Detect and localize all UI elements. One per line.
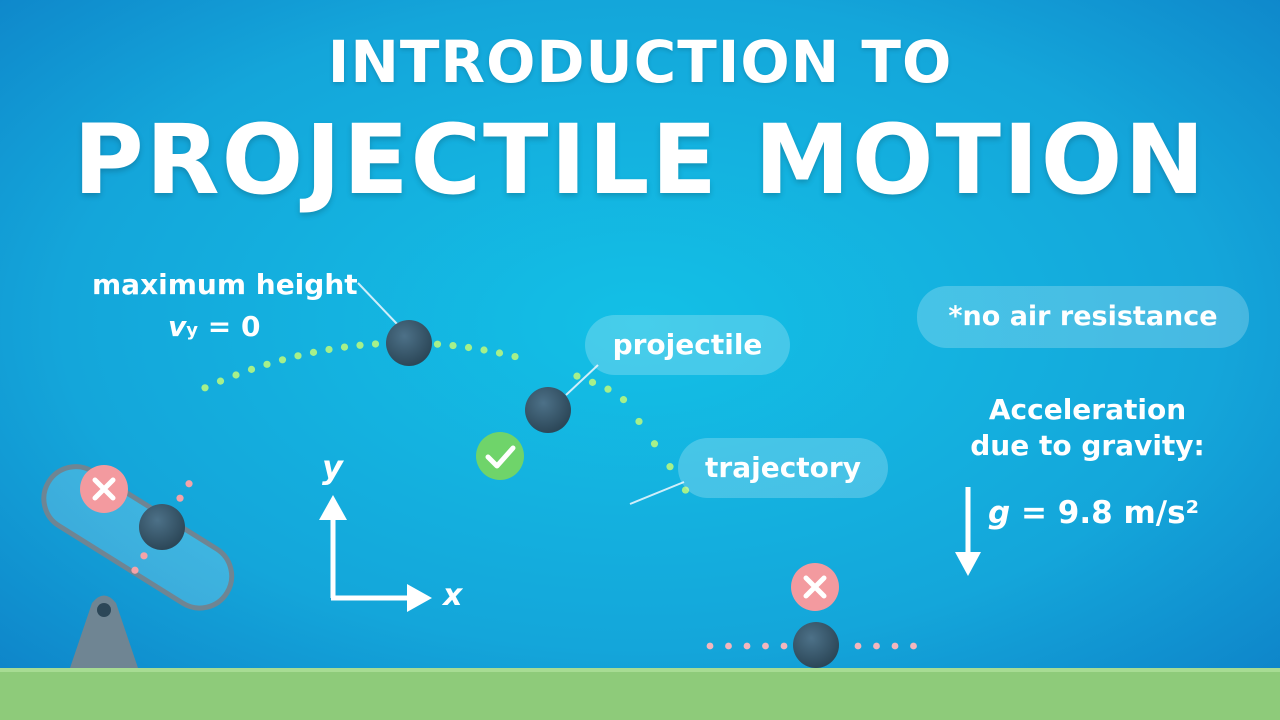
trajectory-dot bbox=[464, 343, 473, 352]
trajectory-dot bbox=[325, 345, 333, 354]
trajectory-dot bbox=[201, 384, 209, 392]
ball-projectile bbox=[525, 387, 571, 433]
trajectory-path bbox=[201, 340, 690, 494]
trajectory-leader bbox=[629, 481, 685, 505]
ground-dots bbox=[706, 642, 917, 650]
ball-max-height bbox=[386, 320, 432, 366]
trajectory-dot bbox=[449, 341, 457, 350]
trajectory-dot bbox=[278, 356, 287, 364]
y-axis-label: y bbox=[322, 448, 343, 486]
gravity-arrow bbox=[955, 487, 981, 576]
title-line-1: INTRODUCTION TO bbox=[327, 28, 953, 96]
ground-dot bbox=[854, 642, 862, 650]
trajectory-dot bbox=[588, 378, 597, 386]
trajectory-dot bbox=[294, 352, 302, 360]
ground bbox=[0, 668, 1280, 720]
trajectory-dot bbox=[635, 417, 643, 426]
cross-icon bbox=[791, 563, 839, 611]
trajectory-dot bbox=[619, 396, 628, 404]
ground-dot bbox=[910, 642, 917, 650]
no-air-resistance-pill: *no air resistance bbox=[917, 286, 1249, 348]
trajectory-dot bbox=[666, 463, 674, 471]
trajectory-dot bbox=[650, 440, 659, 448]
ground-dot bbox=[706, 642, 714, 650]
barrel-dot bbox=[131, 566, 139, 574]
ground-dot bbox=[762, 642, 769, 650]
vy-symbol: v bbox=[168, 310, 187, 343]
cannon-pivot bbox=[97, 603, 111, 617]
barrel-dot bbox=[176, 494, 184, 502]
ground-dot bbox=[873, 642, 880, 650]
trajectory-dot bbox=[340, 343, 349, 351]
ground-dot bbox=[743, 642, 751, 650]
trajectory-dot bbox=[232, 371, 240, 379]
x-axis-label: x bbox=[443, 578, 463, 613]
projectile-leader bbox=[565, 364, 599, 396]
y-axis-arrow bbox=[319, 495, 347, 520]
trajectory-pill: trajectory bbox=[678, 438, 888, 498]
max-height-label: maximum height bbox=[92, 268, 358, 301]
ground-dot bbox=[780, 642, 788, 650]
projectile-pill: projectile bbox=[585, 315, 790, 375]
trajectory-dot bbox=[247, 365, 256, 373]
g-symbol: g bbox=[988, 495, 1011, 531]
trajectory-dot bbox=[681, 486, 690, 494]
vy-value: = 0 bbox=[207, 310, 261, 343]
trajectory-dot bbox=[573, 372, 581, 380]
x-axis-arrow bbox=[407, 584, 432, 612]
ground-dot bbox=[725, 642, 732, 650]
trajectory-dot bbox=[216, 377, 225, 385]
g-value: = 9.8 m/s² bbox=[1021, 495, 1200, 531]
trajectory-dot bbox=[309, 348, 318, 356]
ground-dot bbox=[891, 642, 899, 650]
coordinate-axes bbox=[319, 495, 432, 612]
ball-in-cannon bbox=[139, 504, 185, 550]
vy-subscript: y bbox=[186, 320, 198, 341]
acceleration-line-1: Acceleration bbox=[988, 393, 1187, 426]
trajectory-dot bbox=[604, 385, 612, 393]
trajectory-dot bbox=[480, 346, 488, 354]
acceleration-label: Acceleration due to gravity: bbox=[960, 392, 1215, 464]
trajectory-dot bbox=[433, 340, 442, 348]
trajectory-dot bbox=[371, 340, 380, 348]
max-height-leader bbox=[357, 282, 399, 326]
vy-label: vy = 0 bbox=[168, 310, 260, 343]
trajectory-dot bbox=[263, 360, 271, 368]
trajectory-dot bbox=[356, 341, 364, 349]
title-line-2: PROJECTILE MOTION bbox=[73, 104, 1207, 216]
barrel-dot bbox=[140, 552, 148, 560]
trajectory-dot bbox=[495, 349, 504, 357]
gravity-equation: g = 9.8 m/s² bbox=[988, 495, 1199, 531]
barrel-dot bbox=[185, 480, 193, 488]
check-icon bbox=[476, 432, 524, 480]
trajectory-dot bbox=[511, 352, 519, 361]
cross-icon bbox=[80, 465, 128, 513]
ground-edge bbox=[0, 668, 1280, 672]
acceleration-line-2: due to gravity: bbox=[970, 429, 1205, 462]
ball-landed bbox=[793, 622, 839, 668]
cannon-base bbox=[70, 595, 138, 668]
